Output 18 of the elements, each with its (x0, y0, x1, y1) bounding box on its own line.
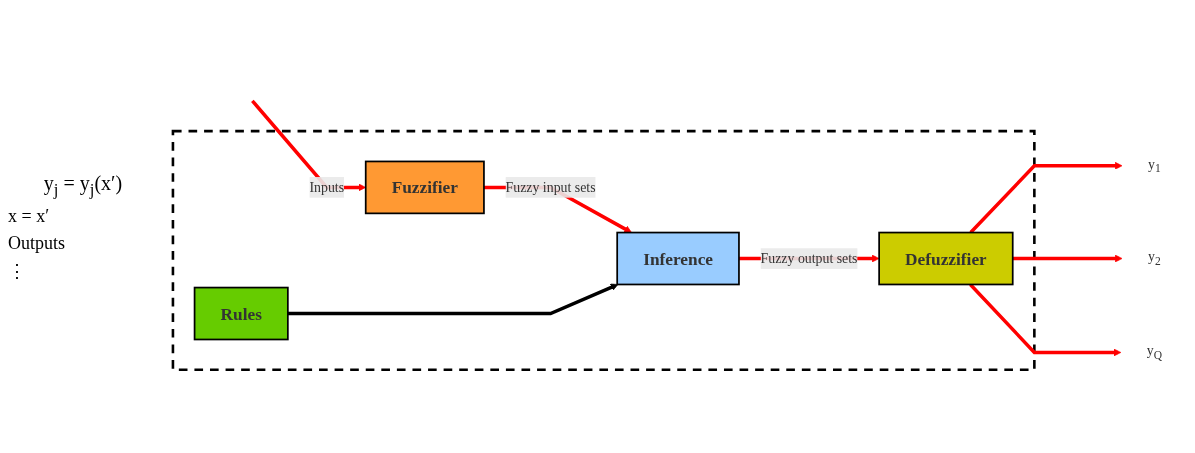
arrow (287, 284, 619, 316)
formula-caption: y$_{j}$ = y$_{j}$(x′) (42, 171, 124, 200)
edge-label: Inputs (309, 180, 345, 195)
node-box: Defuzzifier (878, 232, 1014, 286)
arrow (1012, 255, 1123, 263)
node-text: y$_{2}$ (1148, 249, 1161, 269)
text-label: ⋮ (8, 259, 27, 282)
arrow (969, 283, 1122, 357)
node-text: y$_{Q}$ (1146, 343, 1163, 363)
node-box: Inference (616, 232, 740, 286)
edge-label: Fuzzy output sets (760, 251, 858, 266)
node-box: Fuzzifier (364, 161, 485, 215)
node-box: Rules (193, 287, 289, 341)
cluster (171, 130, 1036, 372)
node-text: y$_{1}$ (1148, 157, 1161, 176)
text-label: Outputs (8, 232, 66, 254)
edge-label: Fuzzy input sets (505, 180, 596, 195)
text-label: x = x′ (8, 205, 51, 227)
